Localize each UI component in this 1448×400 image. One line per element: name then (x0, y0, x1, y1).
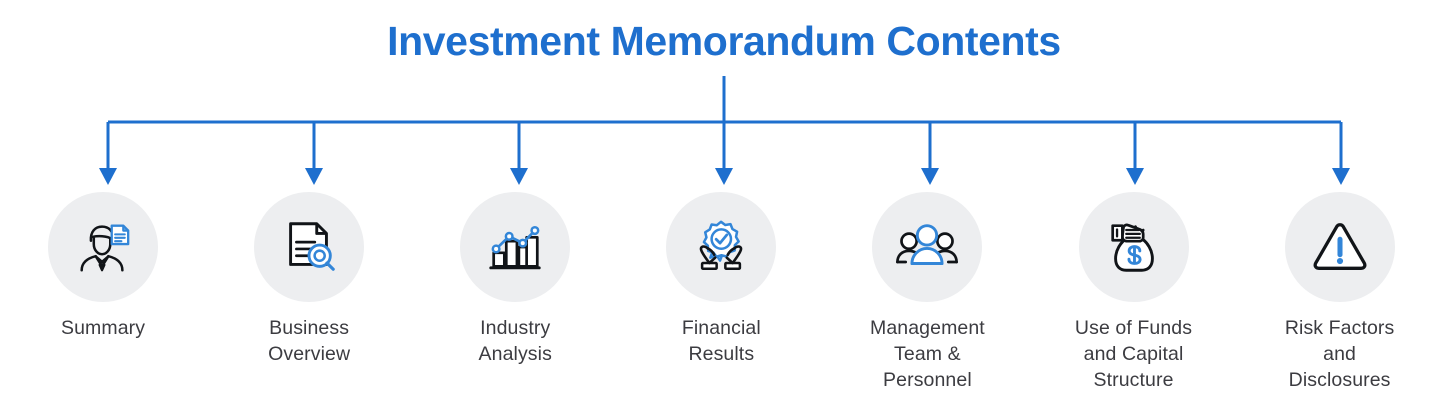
arrowhead-4 (715, 168, 733, 185)
page-title: Investment Memorandum Contents (387, 18, 1061, 64)
node-label-industry-analysis: Industry Analysis (478, 317, 552, 365)
node-financial-results[interactable]: Financial Results (618, 192, 824, 368)
businessman-with-document-icon (72, 216, 134, 278)
icon-circle-financial-results (666, 192, 777, 302)
icon-circle-summary (48, 192, 159, 302)
arrowhead-3 (510, 168, 528, 185)
node-risk-factors[interactable]: Risk Factors and Disclosures (1237, 192, 1443, 394)
node-management-team[interactable]: Management Team & Personnel (824, 192, 1030, 394)
icon-circle-risk-factors (1284, 192, 1395, 302)
icon-circle-use-of-funds (1078, 192, 1189, 302)
node-label-use-of-funds: Use of Funds and Capital Structure (1074, 317, 1193, 391)
arrowhead-7 (1332, 168, 1350, 185)
arrowhead-5 (921, 168, 939, 185)
node-label-summary: Summary (60, 317, 146, 339)
arrowhead-2 (305, 168, 323, 185)
node-row: Summary Business Overview (0, 192, 1448, 394)
hand-holding-money-bag-icon (1103, 216, 1165, 278)
three-people-group-icon (895, 215, 959, 279)
node-label-business-overview: Business Overview (268, 317, 351, 365)
icon-circle-industry-analysis (460, 192, 571, 302)
bar-chart-trendline-icon (484, 216, 546, 278)
node-business-overview[interactable]: Business Overview (206, 192, 412, 368)
node-label-financial-results: Financial Results (681, 317, 761, 365)
warning-triangle-exclamation-icon (1309, 216, 1371, 278)
icon-circle-management-team (872, 192, 983, 302)
node-label-management-team: Management Team & Personnel (870, 317, 985, 391)
arrowhead-6 (1126, 168, 1144, 185)
document-magnifier-icon (278, 216, 340, 278)
node-industry-analysis[interactable]: Industry Analysis (412, 192, 618, 368)
hands-holding-award-badge-icon (690, 216, 752, 278)
arrowhead-1 (99, 168, 117, 185)
node-use-of-funds[interactable]: Use of Funds and Capital Structure (1030, 192, 1236, 394)
icon-circle-business-overview (254, 192, 365, 302)
node-label-risk-factors: Risk Factors and Disclosures (1284, 317, 1395, 391)
node-summary[interactable]: Summary (0, 192, 206, 342)
